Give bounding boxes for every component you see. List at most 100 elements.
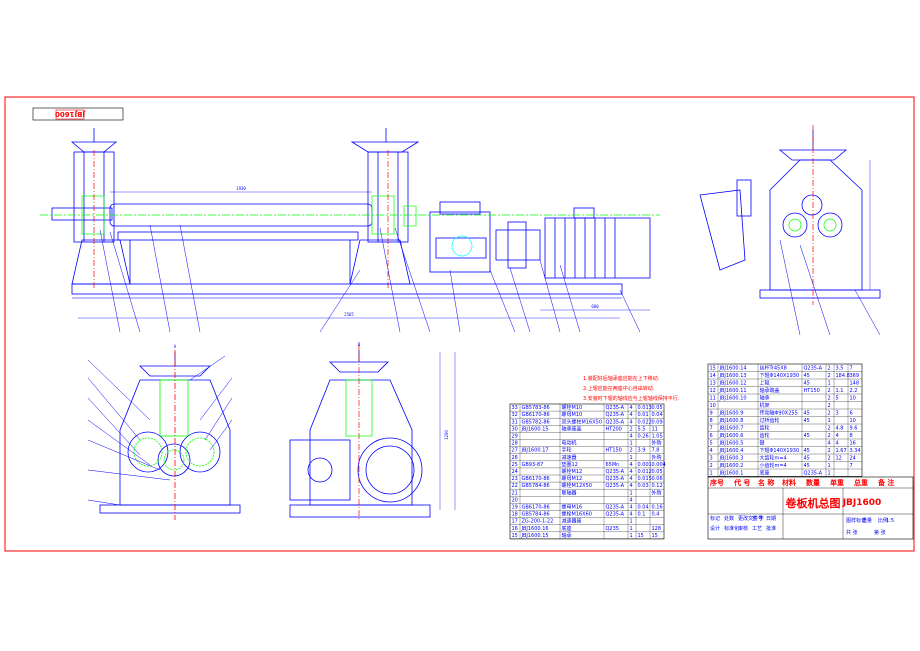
bom-left-cell-qty: 4 <box>630 505 633 511</box>
corner-tag-inner <box>55 109 85 120</box>
bom-right-cell-no: 7 <box>710 426 713 432</box>
bom-left-cell-w2: 128 <box>652 526 662 532</box>
bom-left-cell-no: 32 <box>512 412 518 418</box>
bom-left-cell-w2: 0.12 <box>652 483 663 489</box>
bom-right-cell-w1: 4 <box>836 441 839 447</box>
bom-right-cell-no: 2 <box>710 463 713 469</box>
bom-right-cell-w2: 148 <box>850 381 860 387</box>
side-roll-left-core <box>788 218 802 232</box>
front-reducer-shaft <box>451 235 473 257</box>
leader-f3 <box>149 224 171 333</box>
bom-right-cell-no: 1 <box>710 471 713 477</box>
bom-left-cell-code: GB6170-86 <box>522 476 550 482</box>
dim-roll-length: 1930 <box>236 186 246 191</box>
bom-left-cell-mat: Q235-A <box>606 412 625 418</box>
bom-right-cell-code: JBJ1600.5 <box>719 441 744 447</box>
bom-right-cell-code: JBJ1600.6 <box>719 433 744 439</box>
tech-notes: 1.装配好后轴承座应能在上下移动. 2.上辊应能在两座中心自由转动. 3.安装时… <box>583 375 680 402</box>
bom-right-cell-name: 键 <box>760 440 765 447</box>
leader-f13 <box>619 289 641 333</box>
bom-right-cell-w2: 16 <box>850 441 856 447</box>
bom-left-cell-no: 23 <box>512 476 518 482</box>
title-block: 卷板机总图 JBJ1600 1:5 序号代 号名 称材料数量单重总重备 注 标记… <box>707 476 914 540</box>
sec-a-base <box>99 504 241 514</box>
front-gear-box <box>403 205 417 227</box>
bom-right-cell-w2: 7 <box>850 463 853 469</box>
bom-right-cell-mat: 45 <box>804 373 810 379</box>
bom-right-cell-mat: HT150 <box>804 388 820 394</box>
leader-f6 <box>379 227 401 333</box>
sec-a-gear-right <box>179 431 221 473</box>
bom-right-cell-mat: 45 <box>804 418 810 424</box>
header-label-6: 总重 <box>854 478 868 487</box>
bom-left-cell-w2: 0.05 <box>652 469 663 475</box>
bom-right-cell-code: JBJ1600.13 <box>719 373 747 379</box>
front-left-stand <box>71 239 131 285</box>
revision-label-2: 更改文件号 <box>738 515 763 522</box>
bom-left-cell-no: 18 <box>512 512 518 518</box>
bom-left-cell-code: ZG-200-1-22 <box>522 519 554 525</box>
bom-right-cell-w2: 7 <box>850 366 853 372</box>
bom-right-cell-name: 底座 <box>760 470 770 477</box>
side-roll-right-core <box>823 218 837 232</box>
bom-left-cell-code: GB5783-86 <box>522 405 550 411</box>
leader-f2 <box>109 231 141 333</box>
bom-left-cell-no: 24 <box>512 469 518 475</box>
bom-left-cell-no: 31 <box>512 419 518 425</box>
dim-side-height: 1200 <box>444 430 449 440</box>
sec-b-handwheel <box>329 361 389 373</box>
bom-right-cell-mat: 45 <box>804 456 810 462</box>
bom-right-cell-no: 6 <box>710 433 713 439</box>
bom-left-cell-name: 垫圈12 <box>562 461 578 468</box>
leader-s1 <box>779 239 801 336</box>
bom-left-cell-no: 21 <box>512 490 518 496</box>
bom-left-cell-w1: 0.015 <box>638 476 652 482</box>
bom-right-cell-no: 4 <box>710 448 713 454</box>
bom-left-cell-name: 电动机 <box>562 440 577 447</box>
sec-b-reducer-shaft <box>307 457 333 483</box>
section-a-view <box>99 352 241 514</box>
bom-right-cell-name: 齿轮 <box>760 432 770 439</box>
bom-right-cell-qty: 1 <box>828 418 831 424</box>
bom-right-cell-qty: 2 <box>828 426 831 432</box>
bom-left-cell-qty: 1 <box>630 441 633 447</box>
leader-a9 <box>199 377 233 421</box>
approval-label-3: 工艺 <box>752 526 762 532</box>
front-left-handwheel <box>70 141 118 153</box>
bom-left-cell-mat: Q235-A <box>606 505 625 511</box>
bom-left-cell-w2: 外购 <box>652 454 662 461</box>
tech-note-3: 3.安装时下辊的轴线应与上辊轴线保持平行. <box>583 395 680 402</box>
sheet-label-0: 共 张 <box>846 529 858 536</box>
sec-a-gear-left-teeth <box>133 437 163 467</box>
bom-left-cell-name: 减速器座 <box>562 518 582 525</box>
tech-note-1: 1.装配好后轴承座应能在上下移动. <box>583 375 660 382</box>
bom-left-cell-no: 19 <box>512 505 518 511</box>
bom-left-cell-code: JBJ1600.15 <box>521 426 549 432</box>
side-handwheel <box>778 149 848 161</box>
approval-labels: 设计标准化审核工艺批准 <box>710 525 776 532</box>
bom-left-cell-qty: 4 <box>630 497 633 503</box>
bom-right-cell-code: JBJ1600.9 <box>719 411 744 417</box>
bom-left-cell-name: 联轴器 <box>562 489 577 496</box>
bom-left-cell-name: 螺母M16 <box>562 504 583 511</box>
leader-a7 <box>87 499 121 506</box>
front-view <box>51 128 651 299</box>
bom-left-cell-code: GB5782-86 <box>522 419 550 425</box>
bom-right-cell-qty: 2 <box>828 433 831 439</box>
bom-right-cell-mat: 45 <box>804 463 810 469</box>
dim-motor-width: 680 <box>591 304 599 309</box>
leader-f1 <box>99 229 121 333</box>
bom-left-cell-qty: 4 <box>630 483 633 489</box>
bom-left-cell-mat: Q235-A <box>606 483 625 489</box>
front-reducer-top <box>439 201 481 215</box>
bom-left-cell-qty: 4 <box>630 462 633 468</box>
bom-right-cell-code: JBJ1600.12 <box>719 381 747 387</box>
leader-a3 <box>87 397 141 456</box>
bom-left-cell-name: 螺栓M12 <box>562 468 583 475</box>
stage-label-0: 图样标记 <box>846 517 866 524</box>
bom-right-cell-mat: Q235-A <box>804 471 823 477</box>
leader-f9 <box>489 269 516 333</box>
front-reducer-mid <box>435 237 487 259</box>
